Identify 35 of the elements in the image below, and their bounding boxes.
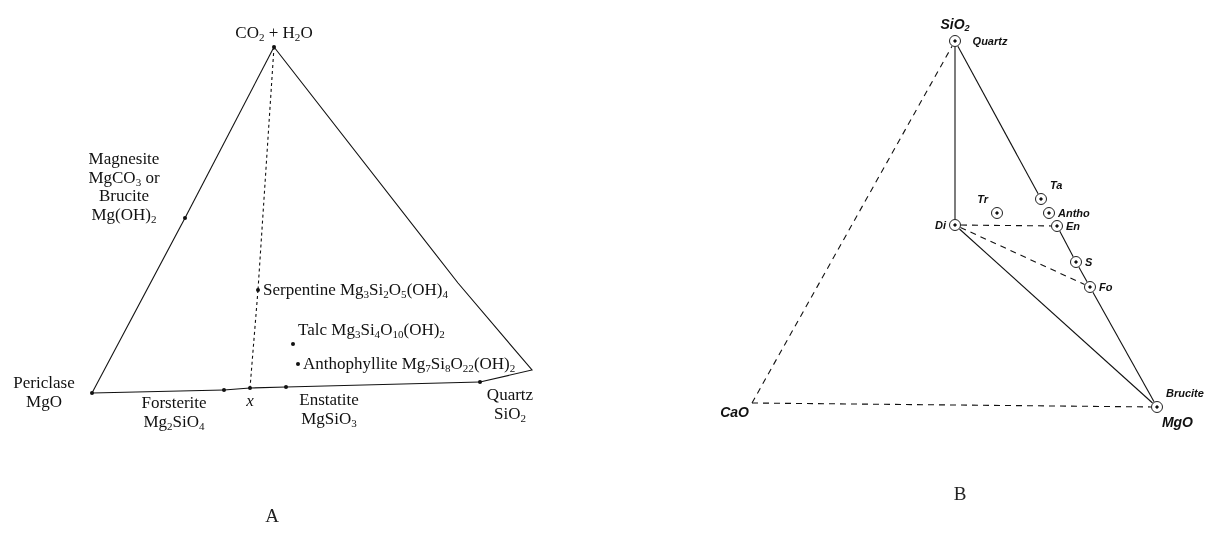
point-label: En — [1066, 219, 1081, 233]
dashed-tie-line — [960, 224, 1052, 227]
tie-line — [223, 387, 251, 391]
tie-line — [273, 46, 533, 383]
point-label: Fo — [1099, 280, 1113, 294]
tie-line — [1059, 230, 1074, 258]
panel-label: B — [953, 483, 967, 505]
dashed-tie-line — [257, 46, 275, 291]
tie-line — [249, 386, 287, 389]
tie-line — [954, 46, 956, 220]
tie-line — [958, 228, 1154, 404]
dashed-tie-line — [751, 45, 953, 404]
tie-line — [1078, 266, 1088, 283]
tie-line — [184, 46, 275, 219]
point-label: Tr — [977, 192, 988, 205]
point-label: MgO — [1161, 415, 1193, 431]
tie-line — [91, 389, 225, 394]
panel-label: A — [265, 505, 279, 527]
point-label: Brucite — [1166, 386, 1204, 399]
point-label: S — [1085, 255, 1093, 269]
tie-line — [285, 381, 481, 388]
point-label: Anthophyllite Mg$_{7}$Si$_{8}$O$_{22}$(OH)$_{2}$ — [303, 354, 516, 374]
dashed-tie-line — [751, 402, 1152, 408]
point-label: CO$_{2}$ + H$_{2}$O — [235, 24, 313, 43]
point-label: SiO$_{2}$ — [940, 16, 970, 33]
point-label: Serpentine Mg$_{3}$Si$_{2}$O$_{5}$(OH)$_{4}$ — [263, 280, 449, 300]
point-label: Ta — [1050, 178, 1063, 191]
tie-line — [957, 45, 1039, 195]
dashed-tie-line — [959, 226, 1086, 286]
tie-line — [1092, 291, 1155, 403]
point-label: Quartz — [972, 34, 1008, 48]
tie-line — [91, 217, 186, 394]
point-label: Antho — [1058, 206, 1090, 220]
point-label: Di — [935, 218, 946, 232]
point-label: Talc Mg$_{3}$Si$_{4}$O$_{10}$(OH)$_{2}$ — [298, 321, 445, 340]
